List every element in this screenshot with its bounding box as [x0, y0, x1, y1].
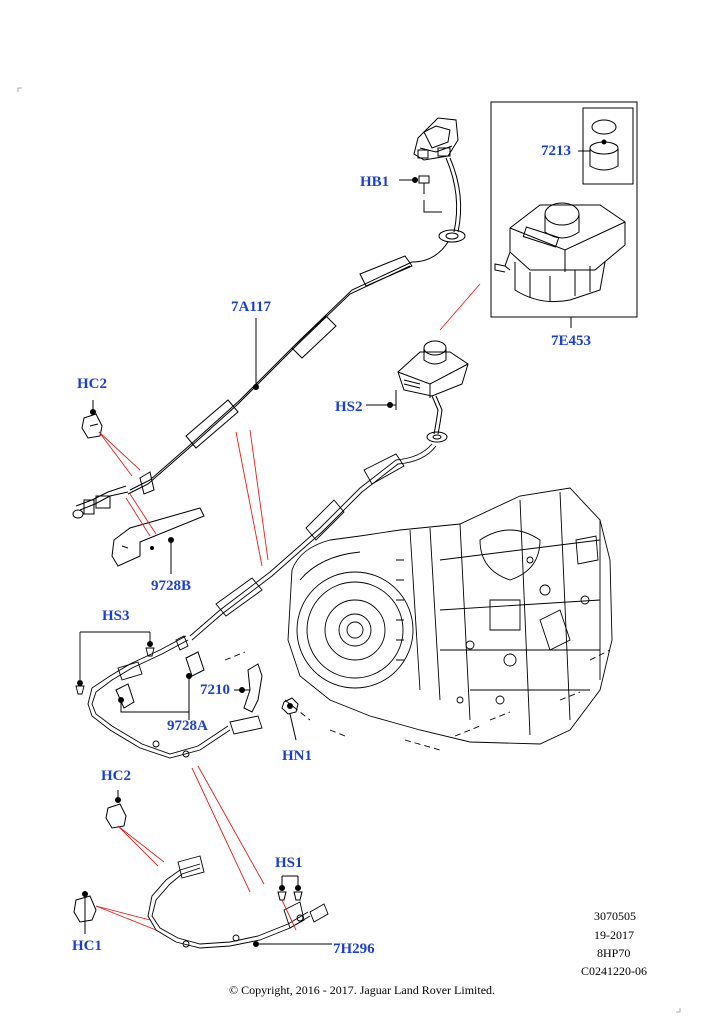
cable-hs3-run: [75, 631, 263, 759]
cable-7h296: [147, 855, 332, 949]
callout-7210: 7210: [200, 682, 230, 698]
reference-line-1: 3070505: [594, 909, 636, 923]
copyright-notice: © Copyright, 2016 - 2017. Jaguar Land Ro…: [228, 983, 496, 997]
bracket-9728b: [111, 507, 205, 574]
callout-hc2-bottom: HC2: [101, 768, 131, 784]
callout-hs3: HS3: [102, 608, 130, 624]
callout-7213: 7213: [541, 143, 571, 159]
leader-lines: [95, 283, 481, 931]
shifter-top-unit: [399, 117, 459, 213]
cable-7a117: [72, 157, 466, 519]
callout-hc2-top: HC2: [77, 376, 107, 392]
hs1-screws: [277, 875, 303, 901]
callout-hs2: HS2: [335, 399, 363, 415]
reference-line-2: 19-2017: [594, 928, 634, 942]
callout-7a117: 7A117: [231, 299, 272, 315]
cable-lower-run: [189, 443, 437, 641]
callout-7e453: 7E453: [551, 333, 592, 349]
callout-hb1: HB1: [360, 174, 390, 190]
shifter-inset: [490, 101, 638, 328]
callout-9728a: 9728A: [167, 718, 208, 734]
nut-hn1: [281, 697, 299, 741]
reference-line-4: C0241220-06: [581, 964, 647, 978]
shifter-lower-unit: [366, 340, 469, 443]
hc2-top-clip: [81, 400, 103, 439]
hc1-clip: [73, 891, 97, 934]
callout-hc1: HC1: [72, 938, 102, 954]
bracket-7210: [234, 663, 263, 713]
hc2-bottom-clip: [105, 790, 127, 829]
callout-9728b: 9728B: [151, 578, 192, 594]
callout-7h296: 7H296: [333, 941, 375, 957]
bracket-9728a: [115, 651, 205, 720]
callout-hn1: HN1: [282, 748, 312, 764]
transmission: [224, 487, 613, 751]
reference-line-3: 8HP70: [597, 946, 631, 960]
callout-hs1: HS1: [275, 855, 303, 871]
